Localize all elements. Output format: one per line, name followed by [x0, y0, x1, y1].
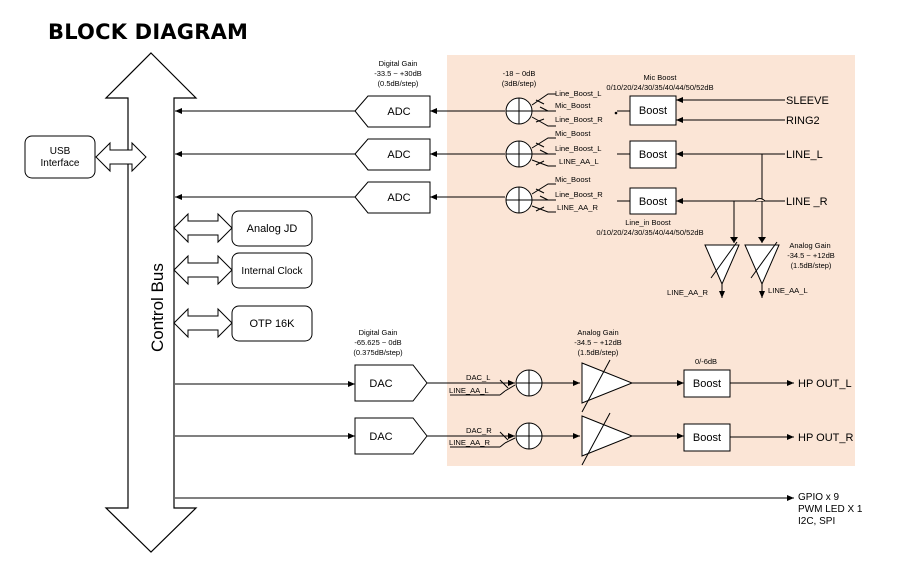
input-line-l: LINE_L	[786, 149, 823, 161]
adc-gain-step: (0.5dB/step)	[378, 79, 419, 88]
usb-label-line2: Interface	[41, 158, 80, 169]
mixer-1-input-2: Mic_Boost	[555, 101, 591, 110]
adc-gain-title: Digital Gain	[379, 59, 418, 68]
usb-bus-arrow	[95, 141, 147, 173]
hp-boost-l: Boost	[683, 369, 731, 398]
adc-1: ADC	[175, 95, 505, 128]
analog-jd-label: Analog JD	[247, 223, 298, 235]
adc-3-label: ADC	[387, 192, 410, 204]
mic-boost-values: 0/10/20/24/30/35/40/44/50/52dB	[606, 83, 713, 92]
dac-r-mix-in1: DAC_R	[466, 426, 492, 435]
input-line-r: LINE _R	[786, 196, 828, 208]
mixer-gain-step: (3dB/step)	[502, 79, 537, 88]
otp-arrow	[173, 307, 233, 339]
line-in-boost-title: Line_in Boost	[625, 218, 671, 227]
hp-gain-step: (1.5dB/step)	[578, 348, 619, 357]
line-boost-l-block: Boost	[629, 140, 677, 169]
mixer-3-input-2: Line_Boost_R	[555, 190, 603, 199]
internal-clock-arrow	[173, 254, 233, 286]
misc-out-1: GPIO x 9	[798, 492, 840, 503]
adc-mixer-3	[505, 186, 533, 214]
dac-r-mix-in2: LINE_AA_R	[449, 438, 490, 447]
adc-gain-range: -33.5 ~ +30dB	[374, 69, 422, 78]
dac-r-mix-inputs	[427, 431, 516, 448]
mixer-1-input-3: Line_Boost_R	[555, 115, 603, 124]
line-boost-r-block: Boost	[629, 187, 677, 215]
dac-l-label: DAC	[369, 378, 392, 390]
mixer-1-inputs	[531, 93, 556, 127]
line-boost-l-label: Boost	[639, 149, 667, 161]
mixer-3-input-1: Mic_Boost	[555, 175, 591, 184]
aa-taps	[733, 154, 766, 243]
aa-amp-left	[704, 241, 740, 298]
otp-label: OTP 16K	[249, 318, 295, 330]
mixer-2-inputs	[531, 137, 556, 167]
adc-1-label: ADC	[387, 106, 410, 118]
analog-jd-arrow	[173, 212, 233, 244]
hp-boost-l-label: Boost	[693, 378, 721, 390]
adc-mixer-2	[505, 140, 533, 168]
mixer-1-input-1: Line_Boost_L	[555, 89, 601, 98]
dac-l-mix-inputs	[427, 379, 516, 396]
aa-gain-step: (1.5dB/step)	[791, 261, 832, 270]
dac-l-mix-in2: LINE_AA_L	[449, 386, 489, 395]
usb-label-line1: USB	[50, 146, 71, 157]
misc-out-2: PWM LED X 1	[798, 504, 863, 515]
dac-l-mix-in1: DAC_L	[466, 373, 490, 382]
aa-out-right: LINE_AA_L	[768, 286, 808, 295]
mixer-3-inputs	[531, 183, 556, 213]
adc-2-label: ADC	[387, 149, 410, 161]
hp-boost-gain: 0/-6dB	[695, 357, 717, 366]
line-boost-r-label: Boost	[639, 196, 667, 208]
hp-amp-l	[581, 359, 634, 413]
internal-clock-block	[231, 252, 313, 289]
dac-l-mixer	[515, 369, 543, 397]
aa-amp-right	[744, 241, 780, 298]
internal-clock-label: Internal Clock	[241, 266, 303, 277]
input-ring2: RING2	[786, 115, 820, 127]
mic-boost-block: Boost	[629, 95, 677, 126]
hp-gain-range: -34.5 ~ +12dB	[574, 338, 622, 347]
hp-boost-r-label: Boost	[693, 432, 721, 444]
analog-jd-block	[231, 210, 313, 247]
control-bus-label: Control Bus	[148, 263, 167, 352]
aa-out-left: LINE_AA_R	[667, 288, 708, 297]
line-in-boost-values: 0/10/20/24/30/35/40/44/50/52dB	[596, 228, 703, 237]
dac-r-label: DAC	[369, 431, 392, 443]
mixer-2-input-2: Line_Boost_L	[555, 144, 601, 153]
misc-out-3: I2C, SPI	[798, 516, 835, 527]
hp-out-r: HP OUT_R	[798, 432, 853, 444]
aa-gain-title: Analog Gain	[789, 241, 830, 250]
otp-block	[231, 305, 313, 342]
mixer-2-input-1: Mic_Boost	[555, 129, 591, 138]
dac-r-mixer	[515, 422, 543, 450]
hp-out-l: HP OUT_L	[798, 378, 852, 390]
adc-3: ADC	[175, 181, 505, 214]
adc-mixer-1	[505, 97, 533, 125]
mic-boost-title: Mic Boost	[644, 73, 678, 82]
control-bus-arrow	[104, 52, 198, 553]
dac-r: DAC	[175, 417, 428, 455]
input-sleeve: SLEEVE	[786, 95, 829, 107]
hp-gain-title: Analog Gain	[577, 328, 618, 337]
usb-interface-block	[24, 135, 96, 179]
dac-gain-title: Digital Gain	[359, 328, 398, 337]
adc-2: ADC	[175, 138, 505, 171]
dac-l: DAC	[175, 364, 428, 402]
page-title: BLOCK DIAGRAM	[48, 20, 249, 44]
mixer-3-input-3: LINE_AA_R	[557, 203, 598, 212]
mic-boost-label: Boost	[639, 105, 667, 117]
aa-gain-range: -34.5 ~ +12dB	[787, 251, 835, 260]
hp-amp-r	[581, 412, 634, 466]
mixer-gain-range: -18 ~ 0dB	[503, 69, 536, 78]
dac-gain-step: (0.375dB/step)	[353, 348, 403, 357]
dac-gain-range: -65.625 ~ 0dB	[354, 338, 401, 347]
mixer-2-input-3: LINE_AA_L	[559, 157, 599, 166]
hp-boost-r: Boost	[683, 423, 731, 452]
